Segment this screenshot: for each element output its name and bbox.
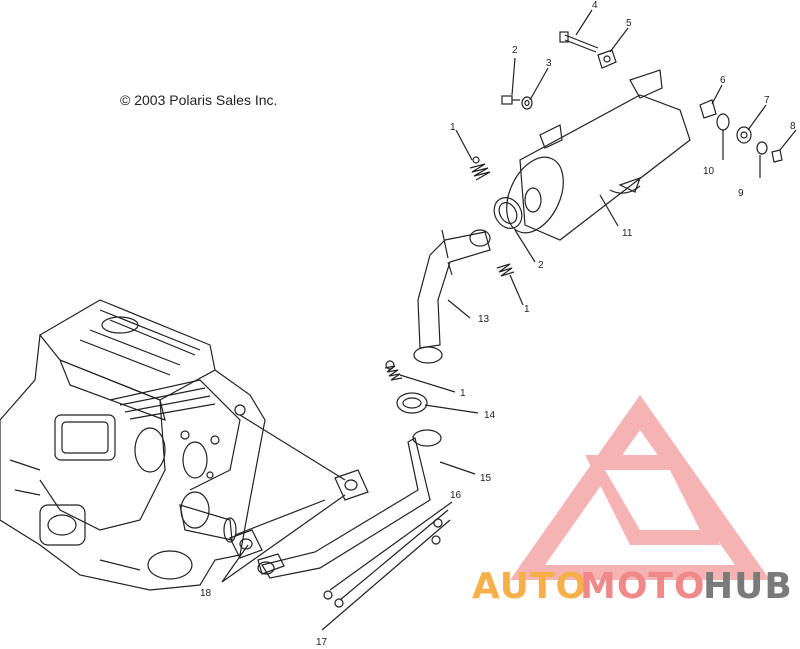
callout-10: 10 [703,166,715,177]
watermark-moto: MOTO [580,566,706,607]
callout-12: 2 [538,260,544,271]
exhaust-gasket-lower [229,529,263,559]
callout-6: 6 [720,75,726,86]
automotohub-wordmark: AUTO MOTO HUB [472,566,793,607]
bolt-4 [559,31,599,53]
callout-9: 9 [738,188,744,199]
engine-block [0,299,266,591]
bolt-2 [501,95,520,105]
callout-1b: 1 [524,304,530,315]
callout-11: 11 [622,228,633,239]
copyright-notice: © 2003 Polaris Sales Inc. [120,92,278,108]
callout-16: 16 [450,490,462,501]
exhaust-gasket-upper [334,469,369,501]
callout-14: 14 [484,410,496,421]
exhaust-pipe-lower [257,429,442,579]
callout-13: 13 [478,314,490,325]
callout-17: 17 [316,637,328,648]
callout-3: 3 [546,58,552,69]
washer-3 [521,96,533,110]
exhaust-pipe-middle [413,229,491,364]
callout-labels: 1 2 3 4 5 6 7 8 9 10 11 1 2 1 13 1 14 15… [200,0,796,648]
bushing-6 [699,99,717,119]
callout-7: 7 [764,95,770,106]
washer-9 [756,141,768,155]
nut-17 [323,590,344,608]
callout-15: 15 [480,473,492,484]
seal-ring-14 [396,392,428,414]
ring-10 [716,113,730,131]
nut-5 [597,49,617,69]
watermark-hub: HUB [703,566,793,607]
automotohub-logo [510,395,770,580]
callout-1a: 1 [450,122,456,133]
spring-upper [469,156,491,181]
callout-8: 8 [790,121,796,132]
callout-2: 2 [512,45,518,56]
muffler [506,69,691,241]
seal-ring-12 [493,197,523,229]
callout-5: 5 [626,18,632,29]
watermark-auto: AUTO [472,566,587,607]
spring-middle [496,263,515,277]
callout-18: 18 [200,588,212,599]
callout-4: 4 [592,0,598,11]
nut-8 [771,149,783,163]
callout-1c: 1 [460,388,466,399]
washer-7 [736,126,752,144]
spring-lower [384,360,403,381]
